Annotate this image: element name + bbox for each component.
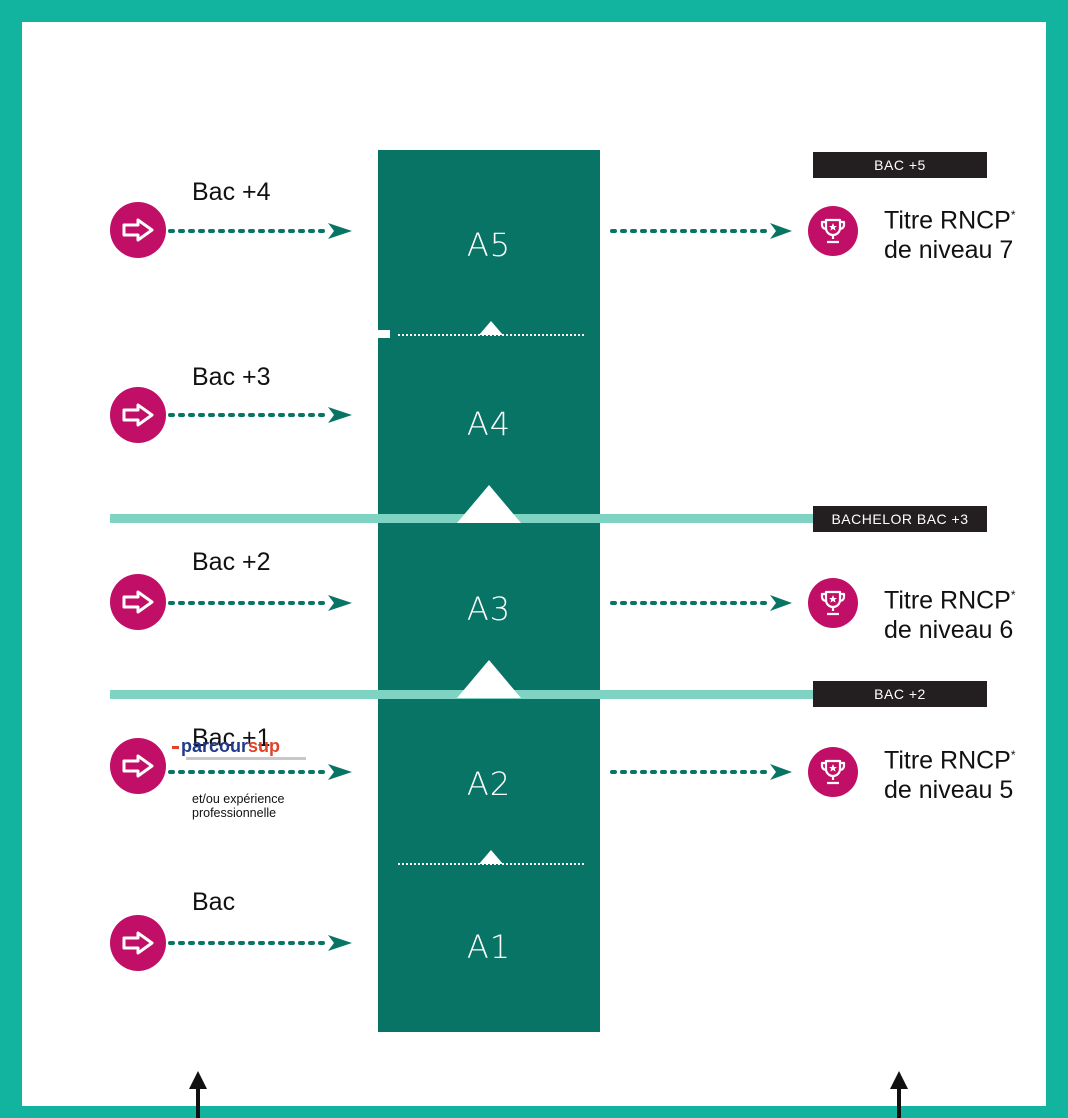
entry-arrow-icon <box>110 738 166 794</box>
entry-note-line2: professionnelle <box>192 806 277 820</box>
separator-a4-a5 <box>398 334 584 336</box>
band-bac2 <box>110 690 980 699</box>
trophy-icon <box>808 747 858 797</box>
year-a5: A5 <box>466 226 512 264</box>
band-bachelor <box>110 514 980 523</box>
entry-arrow-bac <box>168 935 352 951</box>
up-triangle-small <box>479 850 503 864</box>
year-a2: A2 <box>466 765 512 803</box>
column-notch <box>378 330 390 338</box>
entry-arrow-icon <box>110 202 166 258</box>
outcome-label-level7: Titre RNCP* de niveau 7 <box>884 206 1016 265</box>
entry-label-bac1: Bac +1 <box>192 724 271 752</box>
year-a3: A3 <box>466 590 512 628</box>
parcoursup-logo: parcoursup <box>172 736 280 757</box>
entry-arrow-icon <box>110 574 166 630</box>
bottom-arrow-shaft-right <box>897 1088 901 1118</box>
outcome-arrow-6 <box>610 595 792 611</box>
parcoursup-tagline <box>186 757 306 760</box>
trophy-icon <box>808 578 858 628</box>
entry-note-line1: et/ou expérience <box>192 792 285 806</box>
tag-bachelor: BACHELOR BAC +3 <box>813 506 987 532</box>
curriculum-column <box>378 150 600 1032</box>
tag-bac5: BAC +5 <box>813 152 987 178</box>
entry-label-bac3: Bac +3 <box>192 363 271 391</box>
bottom-arrow-shaft-left <box>196 1088 200 1118</box>
entry-arrow-icon <box>110 915 166 971</box>
outcome-label-level5: Titre RNCP* de niveau 5 <box>884 746 1016 805</box>
entry-arrow-icon <box>110 387 166 443</box>
entry-label-bac: Bac <box>192 888 236 916</box>
tag-bac2: BAC +2 <box>813 681 987 707</box>
entry-arrow-bac3 <box>168 407 352 423</box>
outcome-arrow-7 <box>610 223 792 239</box>
entry-arrow-bac4 <box>168 223 352 239</box>
entry-arrow-bac1 <box>168 764 352 780</box>
entry-arrow-bac2 <box>168 595 352 611</box>
up-triangle-small <box>479 321 503 335</box>
outcome-arrow-5 <box>610 764 792 780</box>
entry-label-bac4: Bac +4 <box>192 178 271 206</box>
year-a1: A1 <box>466 928 512 966</box>
outcome-label-level6: Titre RNCP* de niveau 6 <box>884 586 1016 645</box>
up-triangle-large <box>457 660 521 698</box>
separator-a1-a2 <box>398 863 584 865</box>
trophy-icon <box>808 206 858 256</box>
up-arrow-icon-right <box>890 1071 908 1089</box>
entry-label-bac2: Bac +2 <box>192 548 271 576</box>
up-triangle-large <box>457 485 521 523</box>
year-a4: A4 <box>466 405 512 443</box>
up-arrow-icon-left <box>189 1071 207 1089</box>
